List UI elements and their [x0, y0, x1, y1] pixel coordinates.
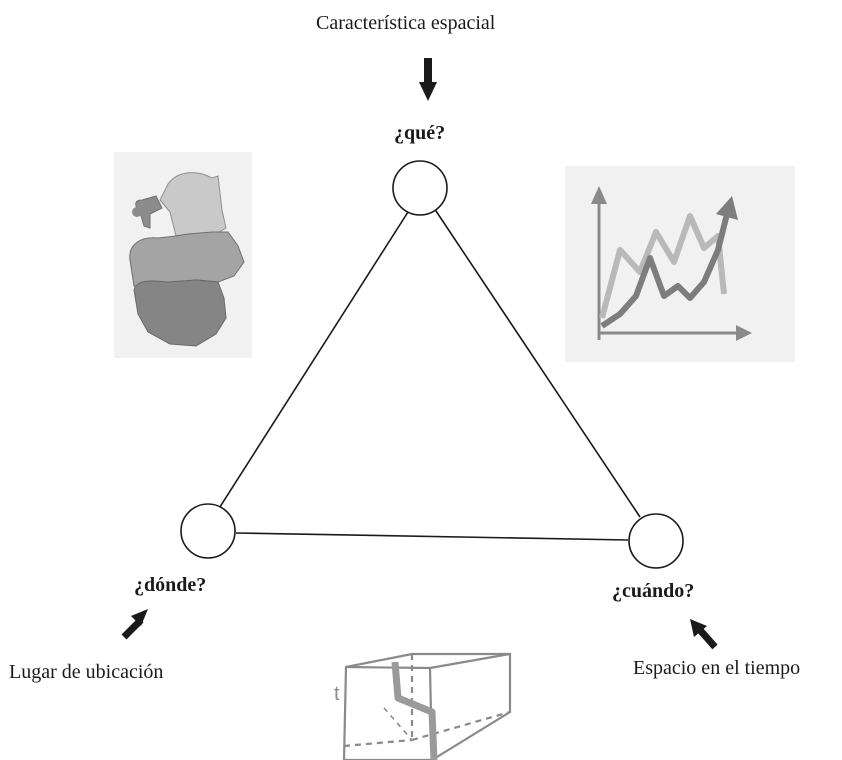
up-left-arrow-icon	[690, 619, 718, 650]
caption-cuando: Espacio en el tiempo	[633, 657, 801, 679]
triangle	[217, 207, 641, 541]
caption-que: Característica espacial	[316, 12, 496, 34]
space-time-cube-icon	[342, 652, 512, 760]
vertex-cuando	[628, 513, 684, 569]
caption-donde: Lugar de ubicación	[9, 661, 164, 683]
up-right-arrow-icon	[121, 609, 148, 640]
cube-axis-label: t	[334, 683, 340, 705]
map-icon	[114, 152, 252, 358]
time-series-chart-icon	[565, 166, 795, 362]
question-cuando: ¿cuándo?	[612, 580, 695, 602]
edge-donde-cuando	[235, 532, 629, 541]
question-que: ¿qué?	[394, 122, 446, 144]
question-donde: ¿dónde?	[134, 574, 207, 596]
vertex-que	[392, 160, 448, 216]
down-arrow-icon	[419, 58, 437, 101]
edge-que-donde	[217, 211, 409, 511]
vertex-donde	[180, 503, 236, 559]
edge-que-cuando	[433, 207, 641, 518]
